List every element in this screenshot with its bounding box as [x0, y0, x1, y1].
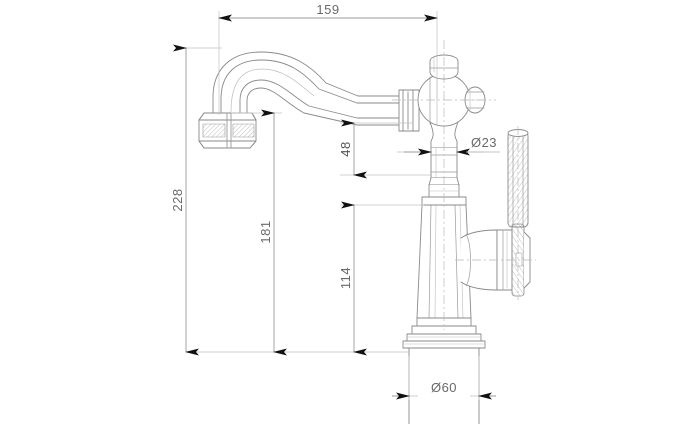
dimension-d23: Ø23: [404, 135, 500, 156]
dimension-d60: Ø60: [392, 380, 496, 400]
faucet-geometry: [198, 51, 531, 424]
dimension-label-d23: Ø23: [471, 135, 497, 150]
spout-tube: [212, 51, 414, 126]
dimension-label-159: 159: [316, 2, 339, 17]
dimension-label-114: 114: [338, 267, 353, 289]
base-stack: [402, 317, 486, 349]
dimension-159: 159: [218, 2, 438, 22]
dimension-228: 228: [170, 44, 199, 356]
dimension-114: 114: [338, 201, 367, 356]
dimension-label-228: 228: [170, 188, 185, 211]
dimension-48: 48: [338, 119, 367, 179]
dimension-label-48: 48: [338, 141, 353, 156]
dimension-181: 181: [258, 109, 287, 356]
centrelines: [392, 40, 536, 330]
dimension-label-d60: Ø60: [431, 380, 457, 395]
dimension-label-181: 181: [258, 220, 273, 243]
spout-collar: [398, 89, 420, 132]
aerator-head: [198, 112, 257, 149]
